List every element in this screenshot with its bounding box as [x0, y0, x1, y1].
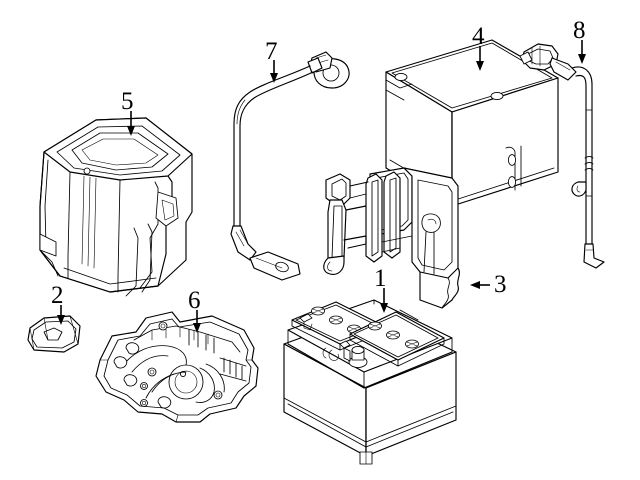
callout-number-4[interactable]: 4 [472, 23, 485, 50]
part-7-negative-battery-cable[interactable] [230, 51, 350, 281]
callout-number-5[interactable]: 5 [121, 88, 134, 115]
part-3-battery-hold-down-bracket[interactable] [323, 167, 460, 309]
part-5-battery-insulation-cover[interactable] [39, 117, 193, 297]
part-8-positive-battery-cable[interactable] [519, 43, 605, 269]
callout-leaders [57, 40, 586, 333]
battery-terminal-post [348, 345, 368, 368]
callout-number-7[interactable]: 7 [265, 38, 278, 65]
part-1-battery[interactable] [283, 299, 457, 465]
part-2-battery-hold-down-clamp[interactable] [27, 315, 81, 353]
battery-vent-caps-right [368, 321, 419, 349]
part-4-battery-cover[interactable] [385, 39, 559, 207]
callout-number-1[interactable]: 1 [374, 265, 387, 292]
callout-number-8[interactable]: 8 [573, 17, 586, 44]
part-6-battery-tray[interactable] [95, 311, 259, 423]
callout-number-3[interactable]: 3 [494, 271, 507, 298]
callout-number-2[interactable]: 2 [51, 282, 64, 309]
callout-number-6[interactable]: 6 [188, 287, 201, 314]
